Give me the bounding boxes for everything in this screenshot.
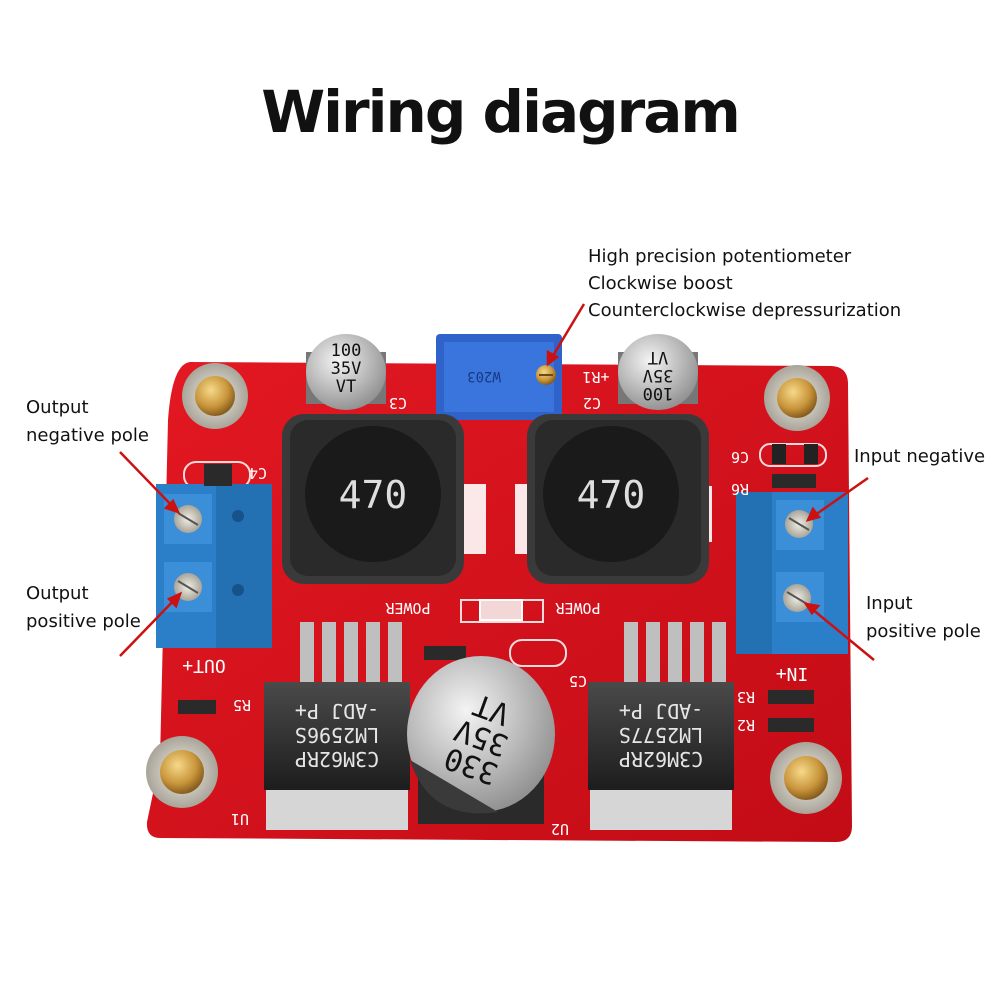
ic-right-text-3: -ADJ P+ [619, 699, 703, 723]
ic-lm2577s: C3M62RP LM2577S -ADJ P+ [588, 622, 734, 830]
silk-c5: C5 [569, 672, 587, 690]
arrow-input-negative [807, 476, 869, 522]
pot-line-2: Clockwise boost [588, 273, 733, 294]
silk-r5: R5 [233, 696, 251, 714]
ic-left-text-2: LM2596S [295, 723, 379, 747]
output-positive-annotation: Output positive pole [26, 580, 141, 636]
terminal-block-input [736, 492, 848, 654]
input-negative-line-1: Input negative [854, 446, 986, 467]
potentiometer: W203 [436, 334, 562, 420]
input-positive-line-2: positive pole [866, 621, 981, 642]
silk-c4: C4 [249, 464, 267, 482]
input-positive-annotation: Input positive pole [866, 590, 981, 646]
pot-line-3: Counterclockwise depressurization [588, 300, 902, 321]
silk-r3: R3 [737, 688, 755, 706]
silk-u1: U1 [231, 810, 249, 828]
output-positive-line-1: Output [26, 583, 89, 604]
silk-c2: C2 [583, 394, 601, 412]
pot-marking: W203 [467, 368, 501, 384]
ic-left-text-3: -ADJ P+ [295, 699, 379, 723]
capacitor-small-right: 100 35V VT [618, 334, 698, 410]
arrow-input-positive [805, 603, 875, 661]
cap-left-text-3: VT [336, 377, 356, 397]
input-negative-annotation: Input negative [854, 443, 985, 471]
capacitor-small-left: 100 35V VT [306, 334, 386, 410]
silk-c3: C3 [389, 394, 407, 412]
mount-nut-br [770, 742, 842, 814]
mount-nut-tr [764, 365, 830, 431]
inductor-left: 470 [282, 414, 464, 584]
silk-c6: C6 [731, 448, 749, 466]
cap-right-text-2: 35V [643, 365, 674, 385]
potentiometer-annotation: High precision potentiometer Clockwise b… [588, 243, 901, 324]
led-power [479, 599, 523, 621]
output-negative-line-2: negative pole [26, 425, 149, 446]
cap-left-text-1: 100 [331, 341, 362, 361]
silk-r1: +R1 [582, 368, 609, 386]
cap-right-text-1: 100 [643, 383, 674, 403]
silk-u2: U2 [551, 820, 569, 838]
output-positive-line-2: positive pole [26, 611, 141, 632]
capacitor-big: 330 35V VT [407, 656, 555, 824]
ic-right-text-2: LM2577S [619, 723, 703, 747]
output-negative-line-1: Output [26, 397, 89, 418]
silk-power-right: POWER [554, 599, 600, 617]
cap-right-text-3: VT [648, 347, 668, 367]
inductor-right-text: 470 [577, 473, 646, 517]
inductor-right: 470 [527, 414, 709, 584]
input-positive-line-1: Input [866, 593, 913, 614]
silk-r2: R2 [737, 716, 755, 734]
page-title: Wiring diagram [261, 78, 741, 146]
arrow-output-negative [119, 451, 179, 513]
silk-r6: R6 [731, 480, 749, 498]
silk-in: IN+ [776, 663, 809, 684]
ic-lm2596s: C3M62RP LM2596S -ADJ P+ [264, 622, 410, 830]
silk-power-left: POWER [384, 599, 430, 617]
inductor-left-text: 470 [339, 473, 408, 517]
cap-left-text-2: 35V [331, 359, 362, 379]
mount-nut-tl [182, 363, 248, 429]
mount-nut-bl [146, 736, 218, 808]
pot-line-1: High precision potentiometer [588, 246, 852, 267]
silk-out: OUT+ [182, 655, 226, 676]
ic-left-text-1: C3M62RP [295, 747, 379, 771]
output-negative-annotation: Output negative pole [26, 394, 149, 450]
arrow-output-positive [119, 593, 181, 657]
ic-right-text-1: C3M62RP [619, 747, 703, 771]
